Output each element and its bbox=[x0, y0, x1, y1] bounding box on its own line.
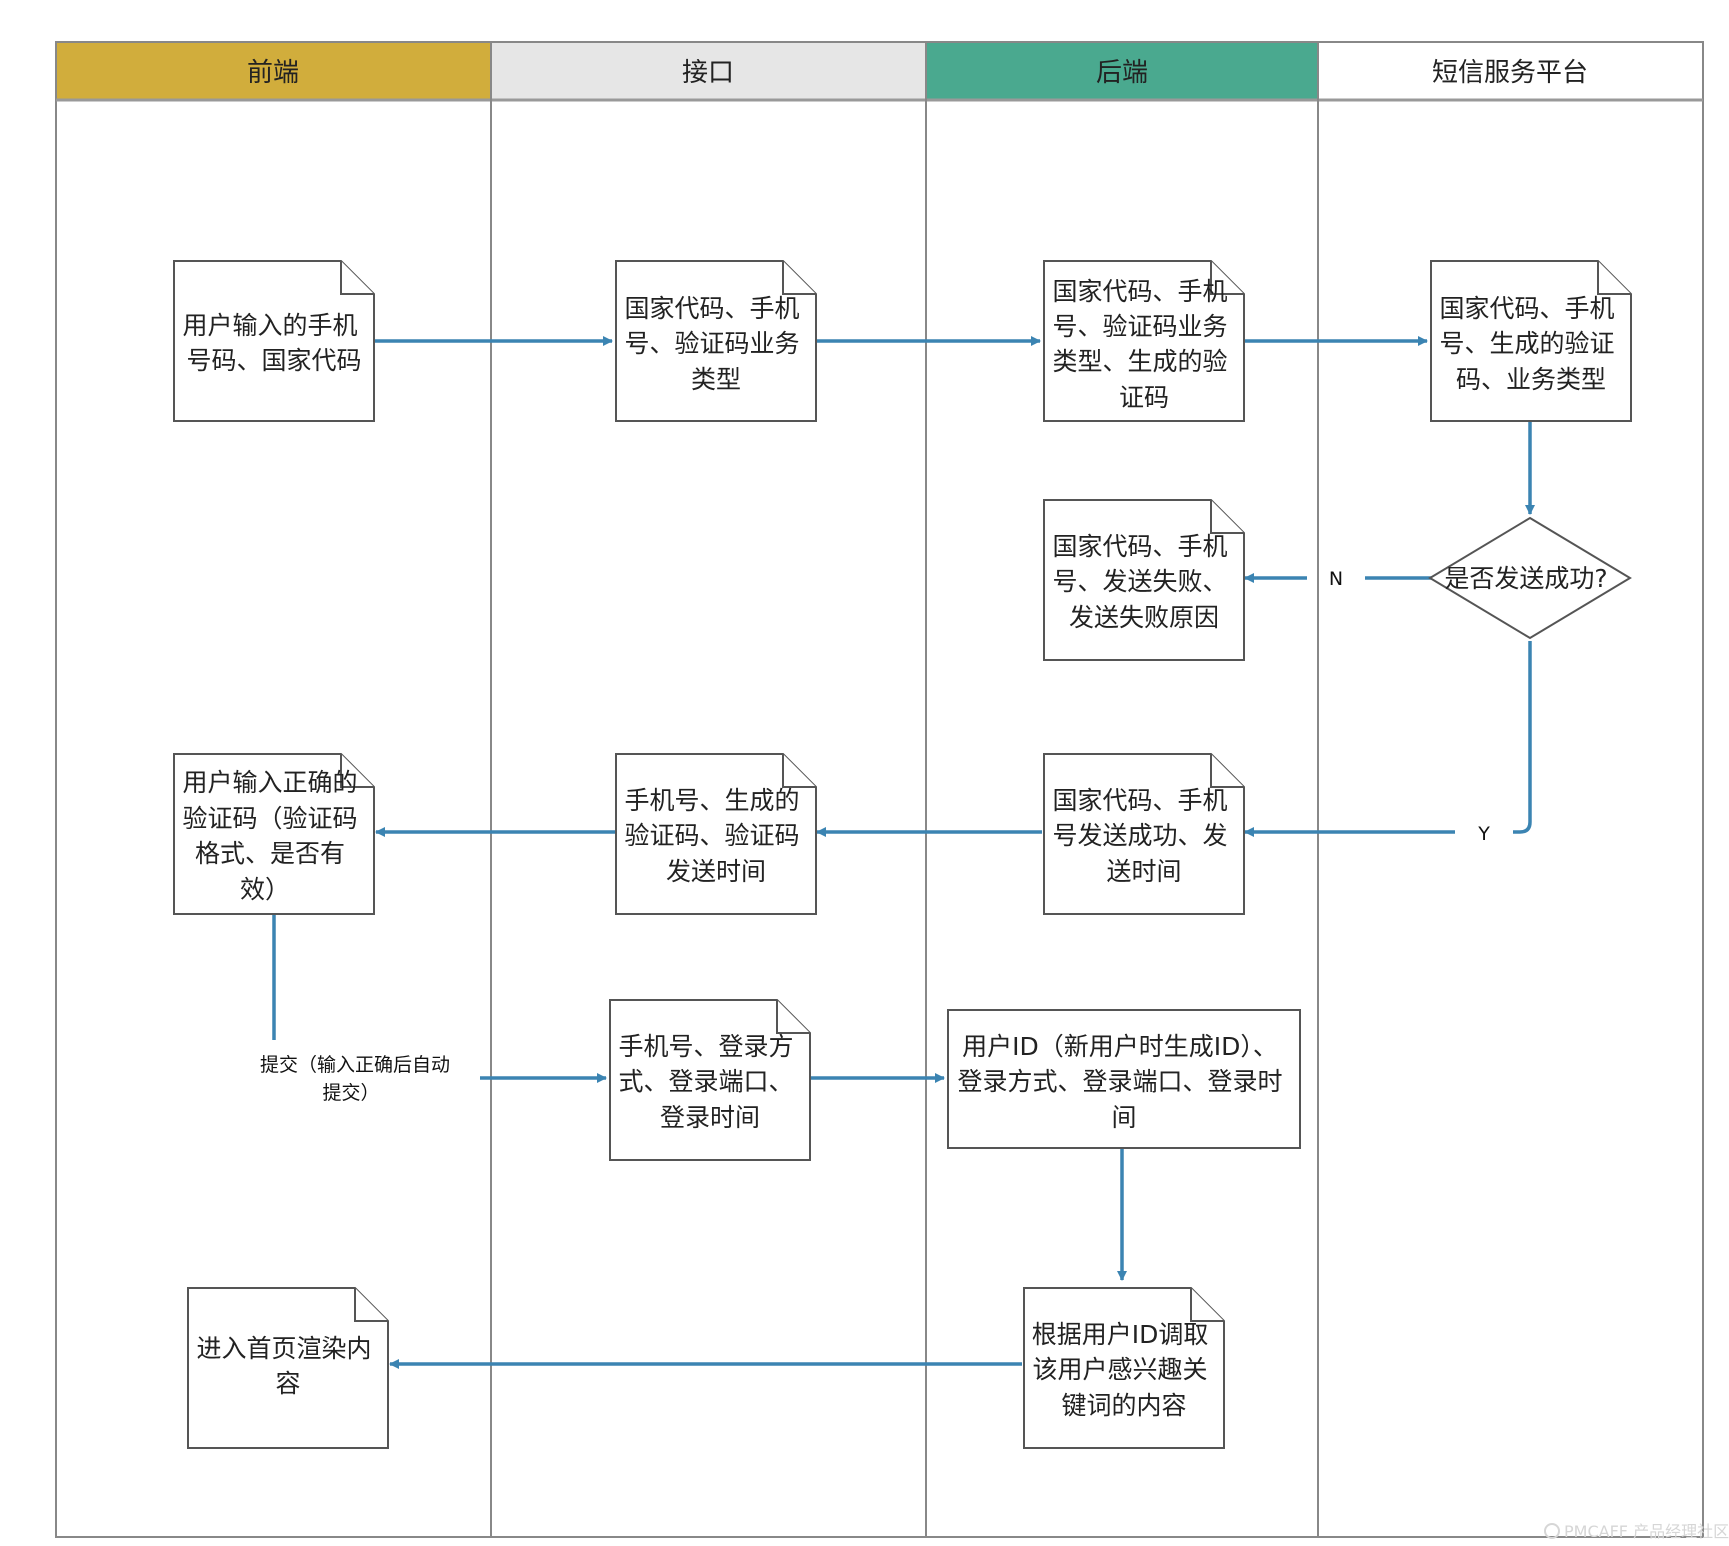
svg-text:手机号、登录方 式、登录端口、: 手机号、登录方 式、登录端口、 登录时间 bbox=[619, 1032, 802, 1132]
svg-text:是否发送成功?: 是否发送成功? bbox=[1444, 564, 1607, 593]
lane-title-interface: 接口 bbox=[682, 58, 734, 88]
edge-label-yes: Y bbox=[1477, 823, 1490, 845]
edges: N Y 提交（输入正确后自动 提交） bbox=[260, 336, 1535, 1369]
svg-text:用户ID（新用户时生成ID）、 登录方式、登: 用户ID（新用户时生成ID）、 登录方式、登录端口、登录时 间 bbox=[958, 1032, 1291, 1132]
svg-text:国家代码、手机 号、生成的验证: 国家代码、手机 号、生成的验证 码、业务类型 bbox=[1440, 294, 1623, 394]
edge-label-submit: 提交（输入正确后自动 提交） bbox=[260, 1054, 456, 1104]
node-input-phone: 用户输入的手机 号码、国家代码 bbox=[173, 260, 375, 422]
node-send-fail: 国家代码、手机 号、发送失败、 发送失败原因 bbox=[1043, 499, 1245, 661]
svg-text:根据用户ID调取 该用户感兴趣关: 根据用户ID调取 该用户感兴趣关 键词的内容 bbox=[1032, 1320, 1217, 1420]
node-send-success-decision: 是否发送成功? bbox=[1428, 516, 1632, 640]
node-api-response: 手机号、生成的 验证码、验证码 发送时间 bbox=[615, 753, 817, 915]
node-login-record: 用户ID（新用户时生成ID）、 登录方式、登录端口、登录时 间 bbox=[947, 1009, 1301, 1149]
svg-text:国家代码、手机 号、验证码业务: 国家代码、手机 号、验证码业务 类型 bbox=[625, 294, 808, 394]
lane-title-sms: 短信服务平台 bbox=[1432, 58, 1588, 88]
lane-title-frontend: 前端 bbox=[247, 58, 299, 88]
lane-header-interface bbox=[490, 41, 927, 101]
node-home-render: 进入首页渲染内 容 bbox=[187, 1287, 389, 1449]
svg-text:国家代码、手机 号发送成功、发: 国家代码、手机 号发送成功、发 送时间 bbox=[1053, 786, 1236, 886]
node-sms-payload: 国家代码、手机 号、生成的验证 码、业务类型 bbox=[1430, 260, 1632, 422]
lane-title-backend: 后端 bbox=[1096, 58, 1148, 88]
svg-text:用户输入正确的 验证码（验证码: 用户输入正确的 验证码（验证码 格式、是否有 效） bbox=[183, 768, 366, 904]
edge-label-no: N bbox=[1329, 568, 1343, 590]
edge-send_success_q-send_ok-seg1 bbox=[1513, 641, 1532, 834]
watermark: PMCAFF 产品经理社区 bbox=[1544, 1522, 1729, 1541]
node-fetch-content: 根据用户ID调取 该用户感兴趣关 键词的内容 bbox=[1023, 1287, 1225, 1449]
lane-header-frontend bbox=[55, 41, 492, 101]
node-login-request: 手机号、登录方 式、登录端口、 登录时间 bbox=[609, 999, 811, 1161]
node-backend-generate: 国家代码、手机 号、验证码业务 类型、生成的验 证码 bbox=[1043, 260, 1245, 422]
svg-text:用户输入的手机 号码、国家代码: 用户输入的手机 号码、国家代码 bbox=[183, 311, 366, 375]
nodes: 用户输入的手机 号码、国家代码 国家代码、手机 号、验证码业务 类型 国家代码、… bbox=[173, 260, 1632, 1449]
svg-text:手机号、生成的 验证码、验证码: 手机号、生成的 验证码、验证码 发送时间 bbox=[625, 786, 808, 886]
node-api-request: 国家代码、手机 号、验证码业务 类型 bbox=[615, 260, 817, 422]
svg-text:国家代码、手机 号、验证码业务: 国家代码、手机 号、验证码业务 类型、生成的验 证码 bbox=[1053, 277, 1236, 412]
node-send-ok: 国家代码、手机 号发送成功、发 送时间 bbox=[1043, 753, 1245, 915]
svg-text:进入首页渲染内 容: 进入首页渲染内 容 bbox=[197, 1334, 380, 1398]
watermark-text: PMCAFF 产品经理社区 bbox=[1564, 1522, 1729, 1541]
svg-text:国家代码、手机 号、发送失败、: 国家代码、手机 号、发送失败、 发送失败原因 bbox=[1053, 532, 1236, 632]
watermark-logo-icon bbox=[1544, 1523, 1560, 1539]
node-input-code: 用户输入正确的 验证码（验证码 格式、是否有 效） bbox=[173, 753, 375, 915]
